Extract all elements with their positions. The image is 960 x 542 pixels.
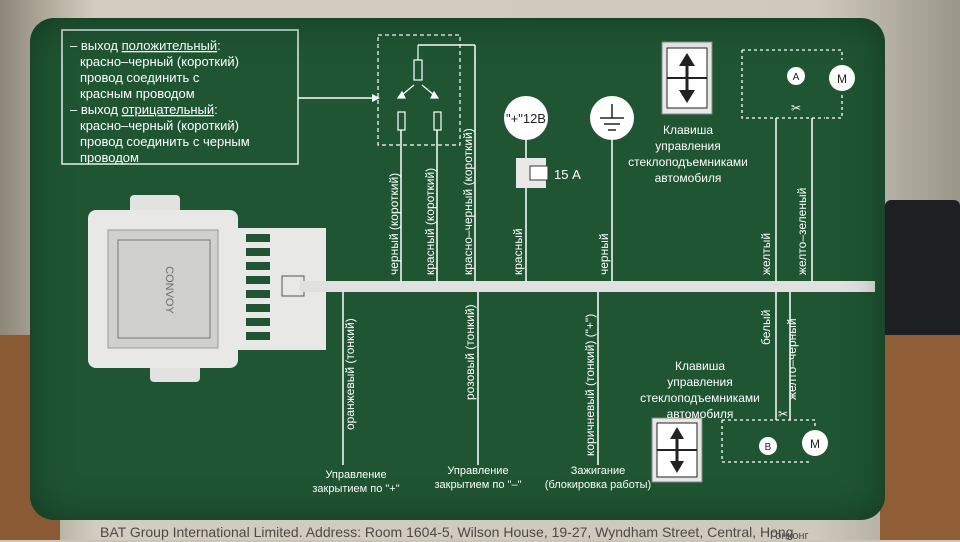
switch-bottom-line4: автомобиля xyxy=(667,407,734,421)
wire-label-yellow-green: желто–зеленый xyxy=(795,188,809,275)
switch-top-line3: стеклоподъемниками xyxy=(628,155,748,169)
desk-right xyxy=(880,335,960,540)
note-arrowhead xyxy=(372,94,380,102)
fuse-label: 15 А xyxy=(554,167,581,182)
motor-loop-top xyxy=(741,49,843,119)
scissors-bottom-icon: ✂ xyxy=(778,407,788,421)
convoy-module: CONVOY xyxy=(88,195,326,382)
caption-ignition-line1: Зажигание xyxy=(571,465,626,477)
note-box: – выход положительный: красно–черный (ко… xyxy=(61,29,299,165)
wire-label-brown-thin: коричневый (тонкий) ("+") xyxy=(583,314,597,456)
switch-top-line4: автомобиля xyxy=(655,171,722,185)
switch-top-line2: управления xyxy=(655,139,720,153)
footer-city: Гонконг xyxy=(770,530,809,542)
note-line4: красным проводом xyxy=(80,86,195,101)
note-line2: красно–черный (короткий) xyxy=(80,54,239,69)
caption-plus-line1: Управление xyxy=(325,469,386,481)
caption-minus-line1: Управление xyxy=(447,465,508,477)
keyboard xyxy=(885,200,960,340)
bottom-wires xyxy=(342,292,791,465)
scissors-top-icon: ✂ xyxy=(791,101,801,115)
point-a-label: A xyxy=(793,72,800,83)
point-a-icon xyxy=(787,67,805,85)
svg-text:– выход отрицательный:: – выход отрицательный: xyxy=(70,102,218,117)
wire-label-red: красный xyxy=(511,228,525,275)
wire-label-black-short: черный (короткий) xyxy=(387,173,401,275)
motor-loop-bottom xyxy=(721,419,816,463)
caption-minus-line2: закрытием по "–" xyxy=(435,479,522,491)
wire-label-yellow-black: желто–черный xyxy=(785,318,799,400)
wire-label-redblack-short: красно–черный (короткий) xyxy=(461,128,475,275)
wire-label-pink-thin: розовый (тонкий) xyxy=(463,304,477,400)
note-line8: проводом xyxy=(80,150,139,165)
caption-plus-line2: закрытием по "+" xyxy=(312,483,399,495)
note-line1-prefix: – выход xyxy=(70,38,122,53)
motor-bottom-label: M xyxy=(810,437,820,451)
connector-pins xyxy=(396,45,442,131)
footer-address: BAT Group International Limited. Address… xyxy=(100,524,794,540)
point-b-label: B xyxy=(765,442,772,453)
note-line1-emph: положительный xyxy=(122,38,218,53)
power-label: "+"12В xyxy=(506,111,546,126)
note-line6: красно–черный (короткий) xyxy=(80,118,239,133)
note-line5-emph: отрицательный xyxy=(122,102,215,117)
module-logo: CONVOY xyxy=(163,266,175,314)
switch-bottom-line1: Клавиша xyxy=(675,359,725,373)
switch-bottom-line2: управления xyxy=(667,375,732,389)
point-b-icon xyxy=(759,437,777,455)
note-line7: провод соединить с черным xyxy=(80,134,250,149)
wire-label-orange-thin: оранжевый (тонкий) xyxy=(343,318,357,430)
note-line5-prefix: – выход xyxy=(70,102,122,117)
connector-dashed-box xyxy=(377,34,461,146)
svg-text:– выход положительный:: – выход положительный: xyxy=(70,38,221,53)
window-switch-top xyxy=(661,41,713,115)
switch-top-line1: Клавиша xyxy=(663,123,713,137)
caption-ignition-line2: (блокировка работы) xyxy=(545,479,651,491)
wire-harness xyxy=(300,281,875,292)
switch-bottom-line3: стеклоподъемниками xyxy=(640,391,760,405)
motor-top-icon xyxy=(829,65,855,91)
motor-top-label: M xyxy=(837,72,847,86)
window-switch-bottom xyxy=(651,417,703,483)
power-12v-icon xyxy=(504,96,548,140)
wire-label-yellow: желтый xyxy=(759,233,773,275)
wire-label-red-short: красный (короткий) xyxy=(423,168,437,275)
wire-label-black: черный xyxy=(597,233,611,275)
motor-bottom-icon xyxy=(802,430,828,456)
wire-label-white: белый xyxy=(759,310,773,345)
note-line3: провод соединить с xyxy=(80,70,200,85)
